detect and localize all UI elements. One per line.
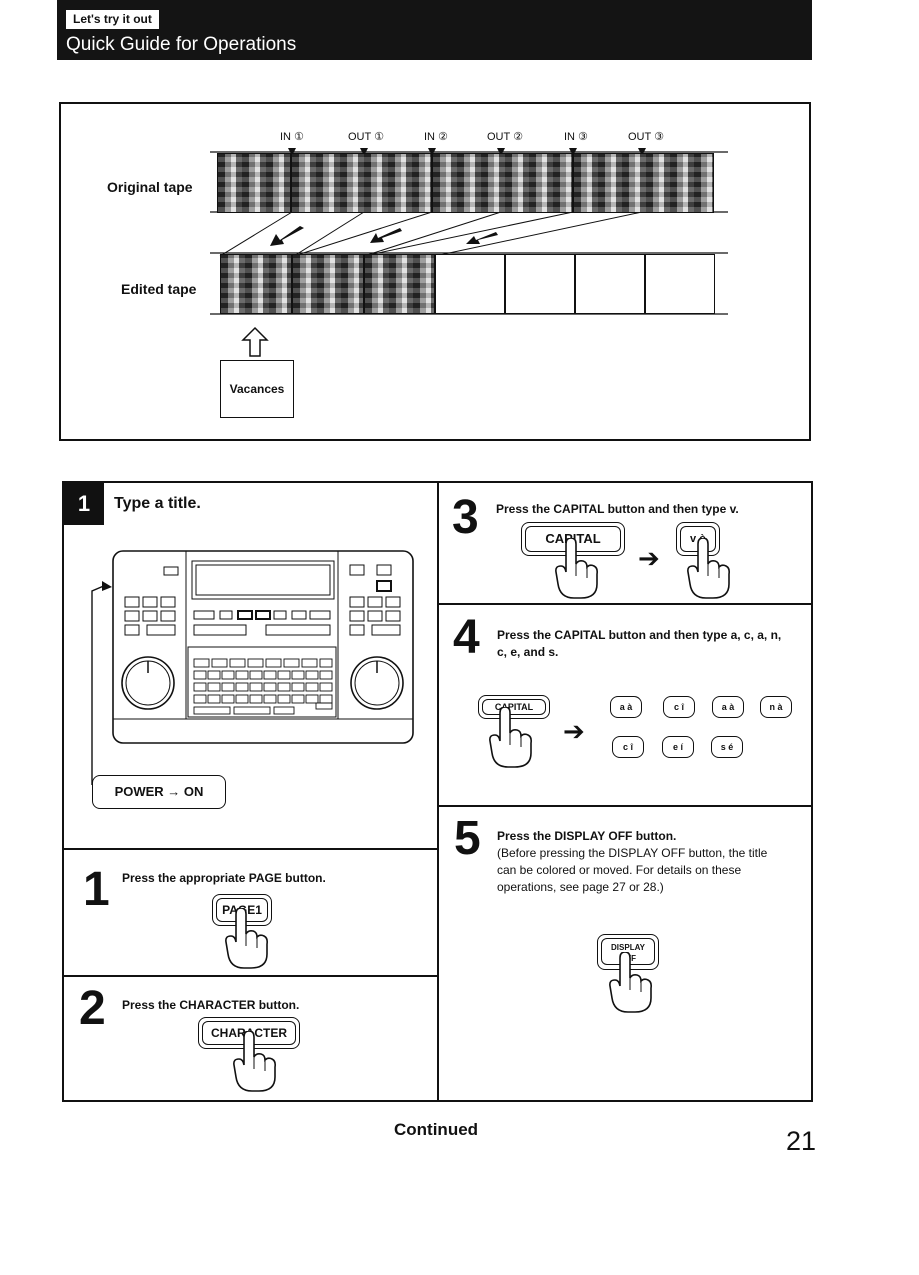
section-number-badge: 1 (64, 483, 104, 525)
page-title: Quick Guide for Operations (66, 34, 297, 55)
right-arrow-icon: ➔ (638, 543, 660, 573)
step-2-number: 2 (79, 982, 106, 1035)
letter-key-a[interactable]: a à (610, 696, 642, 718)
pointing-hand-icon (225, 908, 268, 969)
letter-key-e[interactable]: e í (662, 736, 694, 758)
pointing-hand-icon (687, 538, 730, 599)
pointing-hand-icon (555, 538, 598, 599)
marker-out-1: OUT ① (348, 131, 384, 143)
edited-blank-frame-2 (505, 254, 575, 314)
page-number: 21 (786, 1126, 817, 1156)
divider-step4 (439, 603, 811, 605)
display-off-line1: DISPLAY (611, 943, 645, 952)
step-3-text: Press the CAPITAL button and then type v… (496, 502, 739, 516)
step-1-text: Press the appropriate PAGE button. (122, 871, 326, 885)
step-5-note: (Before pressing the DISPLAY OFF button,… (497, 846, 768, 894)
step-1-number: 1 (83, 863, 110, 916)
steps-panel (62, 481, 813, 1102)
step-5-number: 5 (454, 812, 481, 865)
marker-out-2: OUT ② (487, 131, 523, 143)
edited-blank-frame-3 (575, 254, 645, 314)
edited-frame-1 (220, 254, 292, 314)
edit-controller-illustration (91, 550, 414, 785)
step-3-number: 3 (452, 491, 479, 544)
letter-key-c[interactable]: c î (663, 696, 695, 718)
header-bar (57, 0, 812, 60)
up-arrow-icon (241, 326, 269, 357)
section-badge: Let's try it out (66, 10, 159, 29)
original-frame-4 (573, 153, 714, 213)
letter-key-a-2[interactable]: a à (712, 696, 744, 718)
step-5-text: Press the DISPLAY OFF button. (497, 829, 677, 843)
tape-lines (210, 148, 728, 315)
marker-in-2: IN ② (424, 131, 448, 143)
letter-key-c-2[interactable]: c î (612, 736, 644, 758)
pointing-hand-icon (609, 952, 652, 1013)
step-2-text: Press the CHARACTER button. (122, 998, 300, 1012)
editing-diagram (59, 102, 811, 441)
divider-step5 (439, 805, 811, 807)
pointing-hand-icon (233, 1031, 276, 1092)
step-4-number: 4 (453, 611, 480, 664)
divider-step2 (64, 975, 437, 977)
original-tape-label: Original tape (107, 179, 193, 195)
character-button[interactable]: CHARACTER (198, 1017, 300, 1049)
section-heading: Type a title. (114, 495, 201, 512)
power-on-label: POWER → ON (92, 775, 226, 809)
edited-tape-label: Edited tape (121, 281, 197, 297)
pointing-hand-icon (489, 707, 532, 768)
original-frame-2 (291, 153, 432, 213)
marker-in-1: IN ① (280, 131, 304, 143)
original-frame-1 (217, 153, 291, 213)
right-arrow-icon: ➔ (563, 716, 585, 746)
capital-button-step4-label: CAPITAL (482, 699, 546, 715)
letter-key-s[interactable]: s é (711, 736, 743, 758)
marker-in-3: IN ③ (564, 131, 588, 143)
marker-out-3: OUT ③ (628, 131, 664, 143)
letter-key-n[interactable]: n à (760, 696, 792, 718)
column-divider (437, 483, 439, 1100)
original-frame-3 (432, 153, 573, 213)
edited-frame-2 (292, 254, 364, 314)
step-4-text: Press the CAPITAL button and then type a… (497, 628, 782, 659)
title-card: Vacances (220, 360, 294, 418)
edited-blank-frame-4 (645, 254, 715, 314)
edited-blank-frame-1 (435, 254, 505, 314)
continued-label: Continued (394, 1120, 479, 1139)
capital-button-step4[interactable]: CAPITAL (478, 695, 550, 719)
divider-step1 (64, 848, 437, 850)
edited-frame-3 (364, 254, 435, 314)
